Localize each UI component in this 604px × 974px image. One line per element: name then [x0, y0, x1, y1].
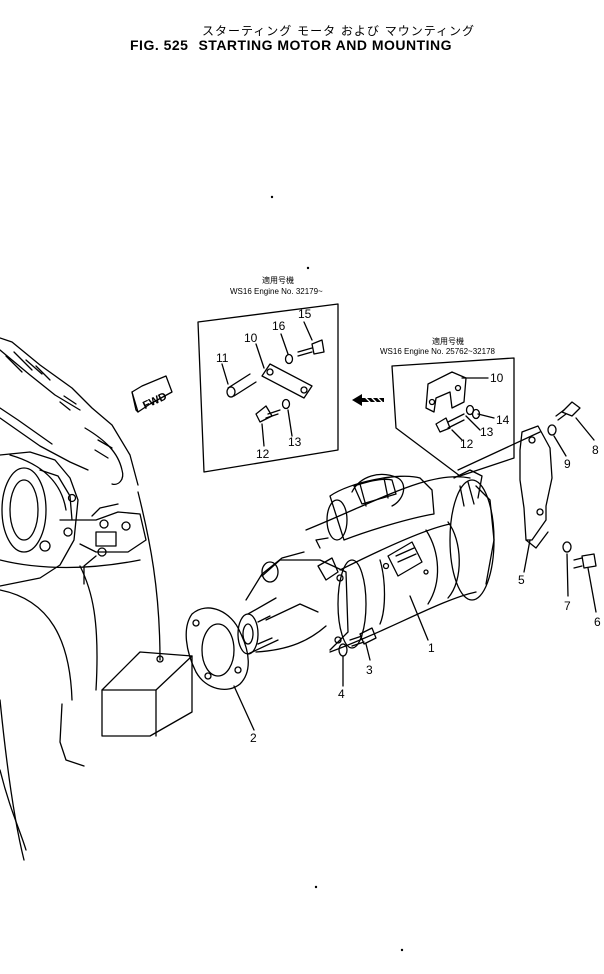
callout-6: 6 [594, 615, 601, 629]
title-japanese: スターティング モータ および マウンティング [202, 24, 476, 38]
scan-specks [270, 195, 404, 952]
figure-number: FIG. 525 [130, 37, 189, 53]
replacement-arrow [352, 394, 384, 406]
callout-13-right: 13 [480, 425, 494, 439]
starting-motor [237, 469, 495, 655]
callout-14: 14 [496, 413, 510, 427]
callout-3: 3 [366, 663, 373, 677]
inset-right-connector [457, 431, 541, 471]
callout-1: 1 [428, 641, 435, 655]
callout-8: 8 [592, 443, 599, 457]
title-english: FIG. 525 STARTING MOTOR AND MOUNTING [130, 37, 462, 53]
inset-box-left: 適用号機 WS16 Engine No. 32179~ 15 16 10 11 [197, 275, 339, 473]
washer-9 [547, 424, 557, 436]
callout-16: 16 [272, 319, 286, 333]
callout-4: 4 [338, 687, 345, 701]
gasket [185, 607, 249, 690]
fwd-label: FWD [141, 390, 169, 411]
callout-9: 9 [564, 457, 571, 471]
inset-right-caption: WS16 Engine No. 25762~32178 [380, 347, 496, 356]
callout-10-left: 10 [244, 331, 258, 345]
callout-12-left: 12 [256, 447, 270, 461]
inset-box-right: 適用号機 WS16 Engine No. 25762~32178 10 14 1… [380, 336, 515, 477]
callout-11: 11 [216, 351, 229, 365]
callout-15: 15 [298, 307, 312, 321]
bolt-8 [555, 401, 581, 421]
inset-left-caption: WS16 Engine No. 32179~ [230, 287, 323, 296]
washer-4 [338, 643, 348, 657]
callout-12-right: 12 [460, 437, 474, 451]
inset-right-caption-jp: 適用号機 [432, 336, 464, 346]
rear-bracket [519, 425, 553, 549]
engine-flywheel-housing [0, 337, 193, 861]
main-callouts: 1 2 3 4 5 6 7 8 9 [233, 417, 601, 745]
callout-2: 2 [250, 731, 257, 745]
fwd-arrow-badge: FWD [131, 375, 173, 413]
callout-5: 5 [518, 573, 525, 587]
callout-13-left: 13 [288, 435, 302, 449]
inset-left-caption-jp: 適用号機 [262, 275, 294, 285]
washer-7 [562, 541, 572, 553]
callout-7: 7 [564, 599, 571, 613]
bolt-6 [573, 553, 597, 569]
figure-title: STARTING MOTOR AND MOUNTING [198, 37, 453, 53]
bolt-3 [349, 627, 377, 647]
callout-10-right: 10 [490, 371, 504, 385]
